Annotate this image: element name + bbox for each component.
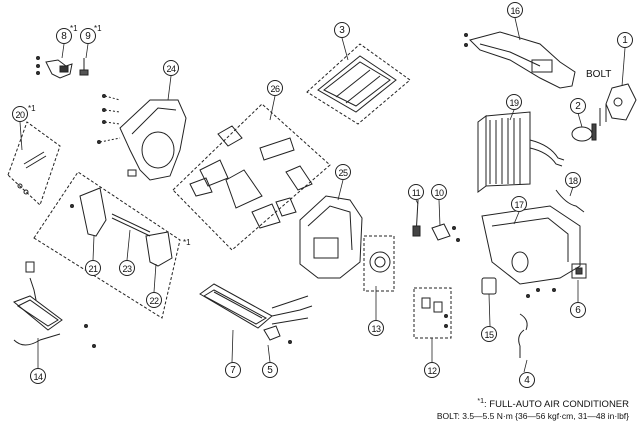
- callout-22: 22: [146, 292, 162, 308]
- part-5: [263, 325, 292, 344]
- group-frame-12: [413, 287, 452, 339]
- part-8: [45, 59, 73, 79]
- footnote-full-auto: *1: FULL-AUTO AIR CONDITIONER: [477, 398, 629, 410]
- part-21: [70, 187, 107, 237]
- part-6: [571, 263, 587, 279]
- part-25: [299, 195, 363, 279]
- callout-15: 15: [481, 326, 497, 342]
- part-13: [369, 251, 391, 273]
- callout-13: 13: [368, 320, 384, 336]
- callout-16: 16: [507, 2, 523, 18]
- callout-3: 3: [334, 22, 350, 38]
- part-16: [464, 31, 576, 89]
- footnote-asterisk: *1: [477, 398, 485, 405]
- part-3: [317, 55, 397, 113]
- callout-25: 25: [335, 164, 351, 180]
- group-frame-13: [363, 235, 395, 292]
- bolt-torque-note: BOLT: 3.5—5.5 N·m {36—56 kgf·cm, 31—48 i…: [436, 411, 629, 421]
- part-18: [555, 189, 585, 213]
- bolt-label: BOLT: [586, 69, 612, 80]
- part-7: [199, 283, 313, 329]
- part-24: [97, 94, 187, 181]
- part-19: [477, 111, 565, 193]
- screws-8: [36, 56, 40, 75]
- callout-23: 23: [119, 260, 135, 276]
- asterisk-mark-20: *1: [28, 104, 36, 113]
- part-14: [13, 261, 96, 348]
- callout-19: 19: [506, 94, 522, 110]
- part-11: [412, 199, 421, 237]
- part-1: [605, 83, 637, 121]
- callout-8: 8: [56, 28, 72, 44]
- callout-6: 6: [570, 302, 586, 318]
- callout-2: 2: [570, 98, 586, 114]
- callout-11: 11: [408, 184, 424, 200]
- callout-20: 20: [12, 106, 28, 122]
- part-23: [111, 213, 151, 237]
- callout-24: 24: [163, 60, 179, 76]
- group-frame-26: [172, 103, 331, 251]
- part-26: [189, 125, 313, 229]
- callout-17: 17: [511, 196, 527, 212]
- asterisk-mark-9: *1: [94, 24, 102, 33]
- part-17: [481, 205, 581, 298]
- asterisk-mark-8: *1: [70, 24, 78, 33]
- callout-26: 26: [267, 80, 283, 96]
- leader-lines: [19, 17, 626, 373]
- callout-7: 7: [225, 362, 241, 378]
- callout-21: 21: [85, 260, 101, 276]
- callout-10: 10: [431, 184, 447, 200]
- part-10: [431, 223, 460, 242]
- part-4: [518, 313, 528, 358]
- group-frame-20: [7, 121, 61, 206]
- callout-18: 18: [565, 172, 581, 188]
- part-20: [17, 151, 47, 195]
- part-15: [481, 277, 497, 295]
- callout-12: 12: [424, 362, 440, 378]
- part-22: [145, 231, 173, 267]
- group-frame-3: [306, 43, 411, 125]
- callout-1: 1: [617, 32, 633, 48]
- group-frame-21-23: [33, 171, 181, 319]
- callout-5: 5: [262, 362, 278, 378]
- part-9: [79, 58, 89, 76]
- footnote-text: : FULL-AUTO AIR CONDITIONER: [484, 399, 629, 411]
- callout-9: 9: [80, 28, 96, 44]
- callout-4: 4: [519, 372, 535, 388]
- callout-14: 14: [30, 368, 46, 384]
- asterisk-mark-group: *1: [183, 238, 191, 247]
- part-12: [421, 297, 448, 328]
